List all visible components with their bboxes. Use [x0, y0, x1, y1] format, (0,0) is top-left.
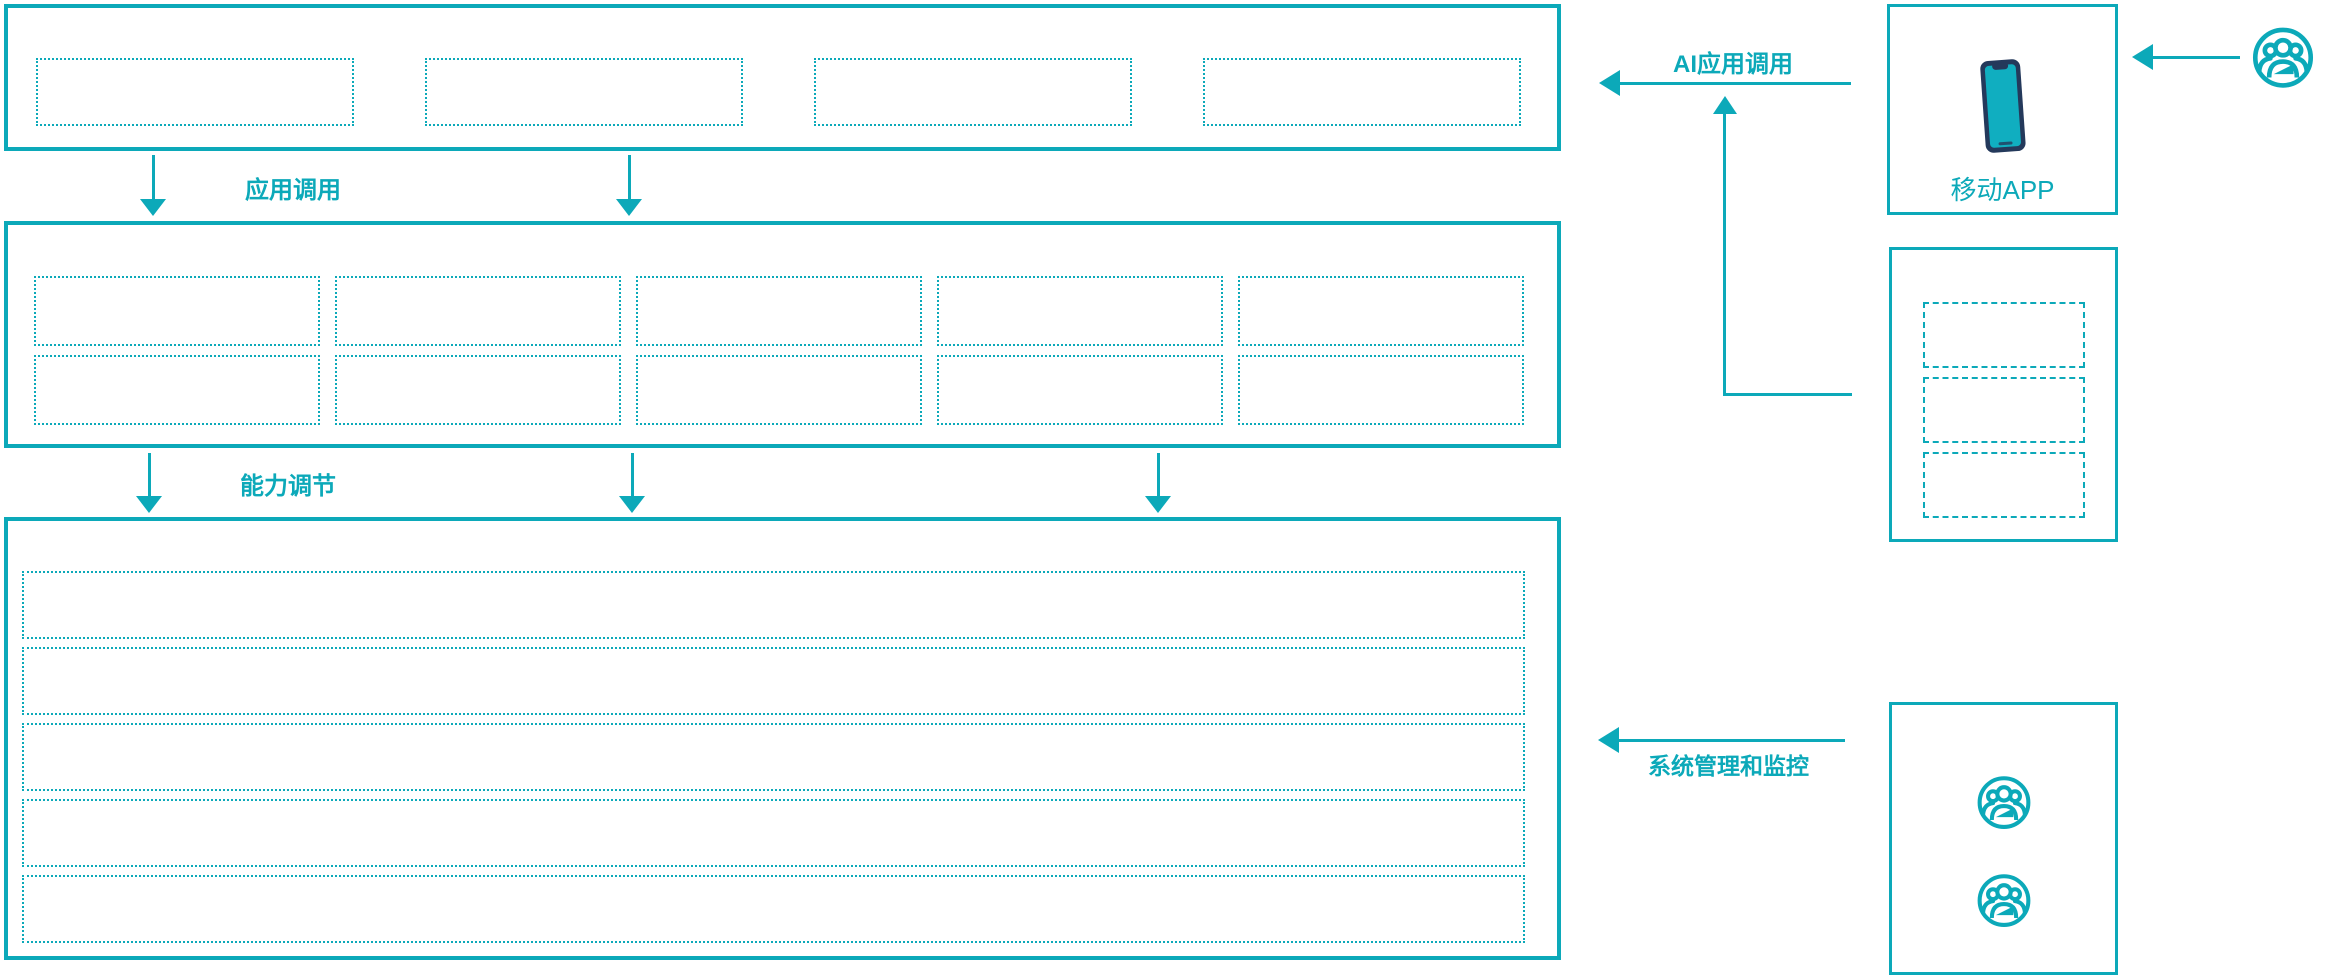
api-placeholder [1923, 452, 2085, 518]
down-arrow-icon [616, 199, 642, 216]
capability-placeholder [636, 276, 922, 346]
capability-placeholder [636, 355, 922, 425]
user-group-icon [2252, 27, 2314, 88]
api-placeholder [1923, 302, 2085, 368]
elbow-line [1723, 393, 1852, 396]
sys-arrow-line [1619, 739, 1845, 742]
top-layer-box [4, 4, 1561, 151]
capability-placeholder [34, 355, 320, 425]
platform-row-placeholder [22, 875, 1525, 943]
user-arrow-line [2153, 56, 2240, 59]
down-arrow-icon [619, 496, 645, 513]
operator-icons [1892, 773, 2115, 929]
application-placeholder [36, 58, 354, 126]
left-arrow-icon [1598, 727, 1619, 753]
middle-placeholder-grid [34, 276, 1530, 425]
platform-row-placeholder [22, 647, 1525, 715]
top-placeholder-row [36, 58, 1521, 126]
down-arrow-icon [1145, 496, 1171, 513]
capability-adjust-label: 能力调节 [240, 473, 336, 500]
mobile-app-label: 移动APP [1950, 175, 2055, 205]
mobile-app-box: 移动APP [1887, 4, 2118, 215]
system-monitor-label: 系统管理和监控 [1648, 753, 1809, 779]
down-arrow-line [628, 155, 631, 199]
middle-layer-box [4, 221, 1561, 448]
capability-placeholder [937, 276, 1223, 346]
user-group-icon [1977, 874, 2030, 927]
platform-row-placeholder [22, 799, 1525, 867]
api-box [1889, 247, 2118, 542]
app-call-label: 应用调用 [245, 177, 341, 204]
capability-placeholder [937, 355, 1223, 425]
api-placeholder-column [1923, 302, 2085, 518]
capability-placeholder [1238, 355, 1524, 425]
capability-placeholder [1238, 276, 1524, 346]
down-arrow-line [631, 453, 634, 496]
platform-row-placeholder [22, 571, 1525, 639]
capability-placeholder [335, 276, 621, 346]
down-arrow-line [152, 155, 155, 199]
ai-app-call-label: AI应用调用 [1673, 51, 1793, 78]
up-arrow-icon [1713, 96, 1737, 114]
down-arrow-icon [140, 199, 166, 216]
application-placeholder [814, 58, 1132, 126]
user-group-icon [1977, 776, 2030, 829]
platform-row-placeholder [22, 723, 1525, 791]
down-arrow-line [148, 453, 151, 496]
capability-placeholder [335, 355, 621, 425]
up-arrow-line [1723, 114, 1726, 395]
application-placeholder [425, 58, 743, 126]
application-placeholder [1203, 58, 1521, 126]
ai-arrow-line [1620, 82, 1851, 85]
operators-box [1889, 702, 2118, 975]
bottom-layer-box [4, 517, 1561, 960]
smartphone-icon [1979, 59, 2026, 153]
left-arrow-icon [1599, 70, 1620, 96]
left-arrow-icon [2132, 44, 2153, 70]
bottom-placeholder-rows [22, 571, 1525, 943]
down-arrow-icon [136, 496, 162, 513]
api-placeholder [1923, 377, 2085, 443]
capability-placeholder [34, 276, 320, 346]
down-arrow-line [1157, 453, 1160, 496]
